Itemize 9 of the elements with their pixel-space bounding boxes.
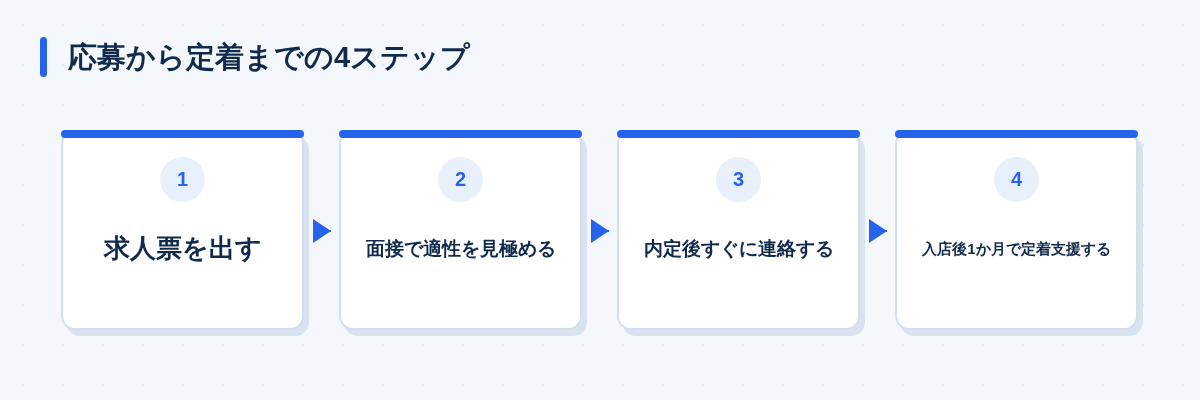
step-number: 3 — [716, 157, 761, 202]
step-title: 求人票を出す — [103, 232, 262, 266]
step-number: 1 — [160, 157, 205, 202]
step-number: 4 — [994, 157, 1039, 202]
step-number: 2 — [438, 157, 483, 202]
title: 応募から定着までの4ステップ — [68, 40, 471, 75]
step-title: 内定後すぐに連絡する — [643, 236, 834, 261]
step-title: 面接で適性を見極める — [365, 236, 556, 261]
step-title: 入店後1か月で定着支援する — [922, 239, 1111, 259]
